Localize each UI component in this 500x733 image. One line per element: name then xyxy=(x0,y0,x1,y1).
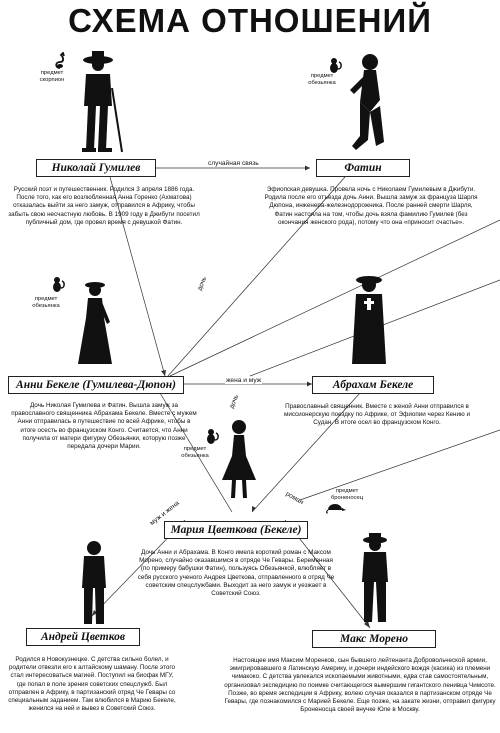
maria-silhouette xyxy=(222,420,256,498)
page-title: СХЕМА ОТНОШЕНИЙ xyxy=(68,2,432,39)
maks-description: Настоящее имя Максим Моренков, сын бывше… xyxy=(224,657,496,714)
line-deco-3 xyxy=(299,429,500,501)
scorpion-icon xyxy=(55,52,65,69)
fatin-description: Эфиопская девушка. Провела ночь с Никола… xyxy=(264,186,478,226)
maks-object-label: предмет броненосец xyxy=(330,488,364,501)
gumilev-description: Русский поэт и путешественник. Родился 3… xyxy=(8,186,200,226)
armadillo-icon xyxy=(326,504,346,514)
gumilev-name: Николай Гумилев xyxy=(36,159,156,177)
fatin-name: Фатин xyxy=(316,159,410,177)
relation-spouses-ab-label: жена и муж xyxy=(225,377,263,384)
maria-object-label: предмет обезьянка xyxy=(181,446,209,459)
arrow-anni-abraham xyxy=(307,381,312,387)
arrow-maria-maks xyxy=(364,621,370,628)
arrow-maria-andrey xyxy=(92,610,97,616)
abraham-name: Абрахам Бекеле xyxy=(312,376,434,394)
relation-casual-label: случайная связь xyxy=(207,160,260,167)
gumilev-silhouette xyxy=(82,51,123,153)
anni-name: Анни Бекеле (Гумилева-Дюпон) xyxy=(8,376,184,394)
maria-name: Мария Цветкова (Бекеле) xyxy=(164,521,308,539)
monkey-icon xyxy=(53,277,65,292)
monkey-icon xyxy=(330,58,342,73)
line-deco-1 xyxy=(169,219,500,377)
anni-description: Дочь Николая Гумилева и Фатин. Вышла зам… xyxy=(11,402,197,451)
andrey-name: Андрей Цветков xyxy=(26,628,140,646)
maks-silhouette xyxy=(362,533,388,622)
line-gumilev-anni xyxy=(109,176,166,377)
gumilev-object-label: предмет скорпион xyxy=(39,70,65,83)
arrow-abraham-maria xyxy=(252,506,256,512)
anni-silhouette xyxy=(78,282,112,364)
anni-object-label: предмет обезьянка xyxy=(32,296,60,309)
abraham-description: Православный священник. Вместе с женой А… xyxy=(284,403,470,427)
maria-description: Дочь Анни и Абрахама. В Конго имела коро… xyxy=(137,549,335,598)
arrow-casual xyxy=(305,165,310,171)
abraham-silhouette xyxy=(352,276,386,364)
maks-name: Макс Морено xyxy=(312,630,436,648)
arrow-gumilev-anni xyxy=(161,370,166,376)
andrey-silhouette xyxy=(82,541,106,624)
line-anni-maria xyxy=(159,392,233,513)
line-fatin-anni xyxy=(167,176,346,377)
fatin-object-label: предмет обезьянка xyxy=(308,73,336,86)
monkey-icon xyxy=(207,429,219,444)
andrey-description: Родился в Новокузнецке. С детства сильно… xyxy=(8,656,176,713)
fatin-silhouette xyxy=(350,54,384,150)
line-abraham-maria xyxy=(251,392,361,513)
